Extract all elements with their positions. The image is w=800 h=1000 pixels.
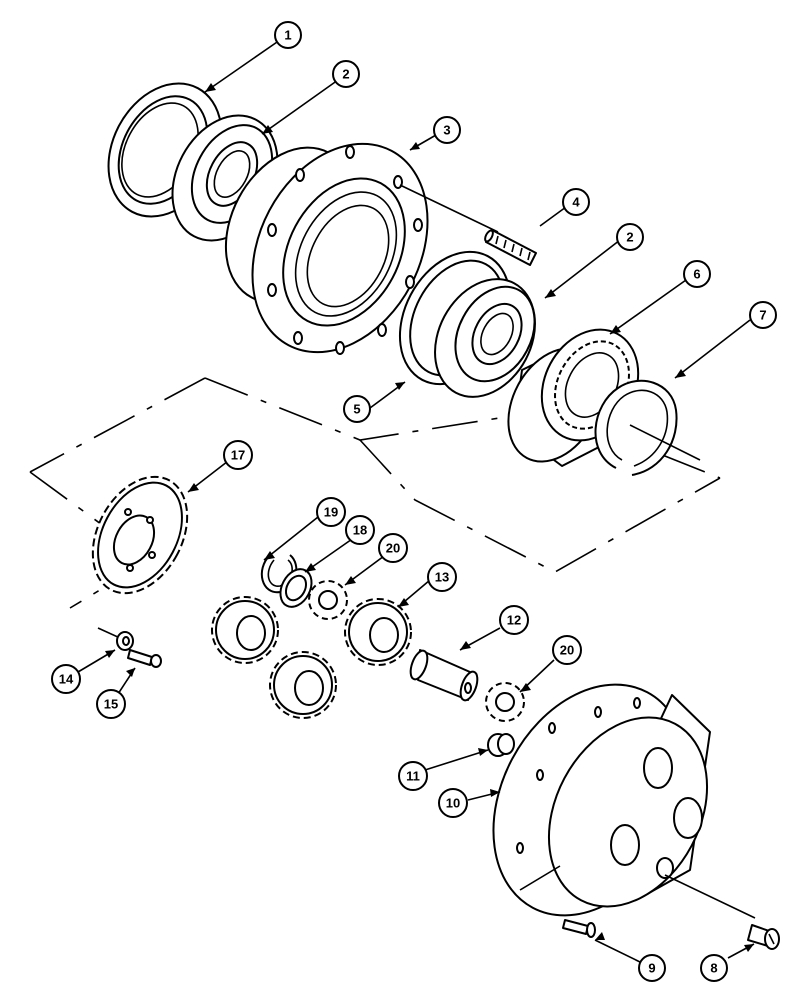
planet-gear-left (211, 596, 279, 664)
callout-label: 6 (693, 267, 700, 282)
callout-9: 9 (638, 954, 666, 982)
sun-gear (91, 475, 189, 595)
callout-label: 20 (386, 541, 400, 556)
callout-10: 10 (438, 788, 468, 818)
thrust-washer (279, 568, 313, 608)
callout-label: 19 (324, 505, 338, 520)
planet-shaft (409, 649, 479, 702)
snap-ring (594, 379, 701, 476)
callout-15: 15 (96, 689, 126, 719)
screw (519, 865, 596, 938)
callout-label: 18 (353, 523, 367, 538)
taper-bearing-lower (434, 278, 536, 398)
callout-label: 10 (446, 796, 460, 811)
bolt (127, 649, 162, 668)
callout-5: 5 (343, 395, 371, 423)
plug (664, 874, 780, 950)
stud (399, 184, 537, 266)
callout-label: 9 (648, 961, 655, 976)
callout-12: 12 (499, 605, 529, 635)
callout-label: 7 (759, 308, 766, 323)
callout-label: 13 (435, 570, 449, 585)
callout-3: 3 (433, 116, 461, 144)
callout-2-lower: 2 (616, 223, 644, 251)
hub-housing (224, 142, 429, 355)
callout-label: 12 (507, 613, 521, 628)
callout-18: 18 (345, 515, 375, 545)
callout-label: 2 (626, 230, 633, 245)
callout-label: 2 (342, 67, 349, 82)
callout-label: 20 (560, 643, 574, 658)
callout-14: 14 (51, 664, 81, 694)
leader-arrowheads (105, 83, 754, 952)
planet-gear-right (344, 598, 412, 666)
callout-label: 8 (710, 961, 717, 976)
callout-label: 1 (284, 28, 291, 43)
callout-label: 15 (104, 697, 118, 712)
needle-bearing-upper (308, 580, 348, 620)
callout-13: 13 (427, 562, 457, 592)
planet-carrier (492, 683, 711, 917)
planet-gear-bottom (269, 651, 337, 719)
callout-2-upper: 2 (332, 60, 360, 88)
callout-label: 4 (572, 195, 580, 210)
callout-7: 7 (749, 301, 777, 329)
callout-4: 4 (562, 188, 590, 216)
needle-bearing-lower (485, 682, 525, 722)
thrust-button (487, 733, 515, 757)
callout-19: 19 (316, 497, 346, 527)
washer (97, 627, 134, 651)
callout-11: 11 (398, 761, 428, 791)
callout-8: 8 (700, 954, 728, 982)
callout-6: 6 (683, 260, 711, 288)
callout-1: 1 (274, 21, 302, 49)
callout-label: 11 (406, 769, 420, 784)
callout-label: 3 (443, 123, 450, 138)
callout-20-upper: 20 (378, 533, 408, 563)
callout-label: 14 (59, 672, 74, 687)
callout-label: 17 (231, 448, 245, 463)
callout-17: 17 (223, 440, 253, 470)
callout-label: 5 (353, 402, 360, 417)
callout-20-lower: 20 (552, 635, 582, 665)
